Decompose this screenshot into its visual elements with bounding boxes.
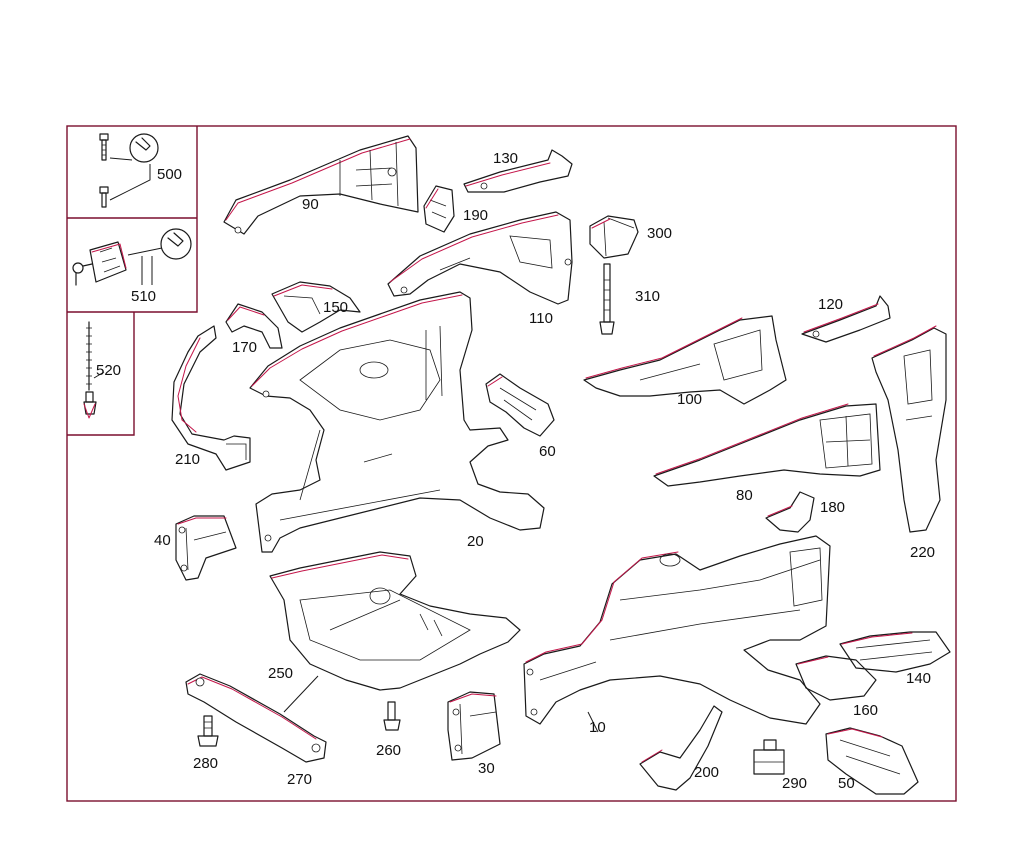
callout-310: 310 [635,288,660,305]
part-220 [871,325,947,533]
callout-270: 270 [287,771,312,788]
callout-300: 300 [647,225,672,242]
callout-20: 20 [467,533,484,550]
part-40 [175,515,237,581]
callout-200: 200 [694,764,719,781]
callout-10: 10 [589,719,606,736]
callout-90: 90 [302,196,319,213]
part-160 [795,655,877,701]
callout-220: 220 [910,544,935,561]
bolt-icon [99,133,109,208]
part-30 [447,691,501,761]
callout-500: 500 [157,166,182,183]
part-260 [383,701,401,731]
inset-panel [67,126,198,436]
part-250 [269,551,521,713]
callout-290: 290 [782,775,807,792]
callout-150: 150 [323,299,348,316]
callout-140: 140 [906,670,931,687]
part-150 [271,281,361,333]
callout-80: 80 [736,487,753,504]
callout-120: 120 [818,296,843,313]
callout-180: 180 [820,499,845,516]
part-310 [599,263,615,335]
callout-50: 50 [838,775,855,792]
part-140 [839,631,951,673]
part-130 [463,149,573,193]
callout-30: 30 [478,760,495,777]
part-300 [589,215,639,259]
part-80 [653,403,881,487]
part-60 [485,373,555,437]
part-20 [249,291,545,553]
callout-250: 250 [268,665,293,682]
callout-170: 170 [232,339,257,356]
callout-280: 280 [193,755,218,772]
callout-510: 510 [131,288,156,305]
part-50 [825,727,919,795]
part-180 [765,491,815,533]
wrench-icon [127,228,192,285]
rivet-icon [83,321,105,419]
callout-160: 160 [853,702,878,719]
callout-210: 210 [175,451,200,468]
part-190 [423,185,455,233]
part-90 [223,135,419,235]
callout-100: 100 [677,391,702,408]
part-210 [171,325,251,471]
callout-130: 130 [493,150,518,167]
part-290 [753,739,785,775]
part-100 [583,315,787,405]
leader-lines [587,711,599,733]
part-200 [639,705,723,791]
callout-520: 520 [96,362,121,379]
part-270 [185,673,327,763]
part-170 [225,303,283,349]
part-10 [523,535,831,725]
callout-60: 60 [539,443,556,460]
diagram-frame [66,125,957,802]
wrench-icon [109,133,159,201]
part-110 [387,211,573,305]
blind-rivet-tool-icon [72,241,127,286]
callout-260: 260 [376,742,401,759]
callout-40: 40 [154,532,171,549]
part-120 [801,295,891,343]
callout-110: 110 [529,310,553,327]
callout-190: 190 [463,207,488,224]
part-280 [197,715,219,747]
